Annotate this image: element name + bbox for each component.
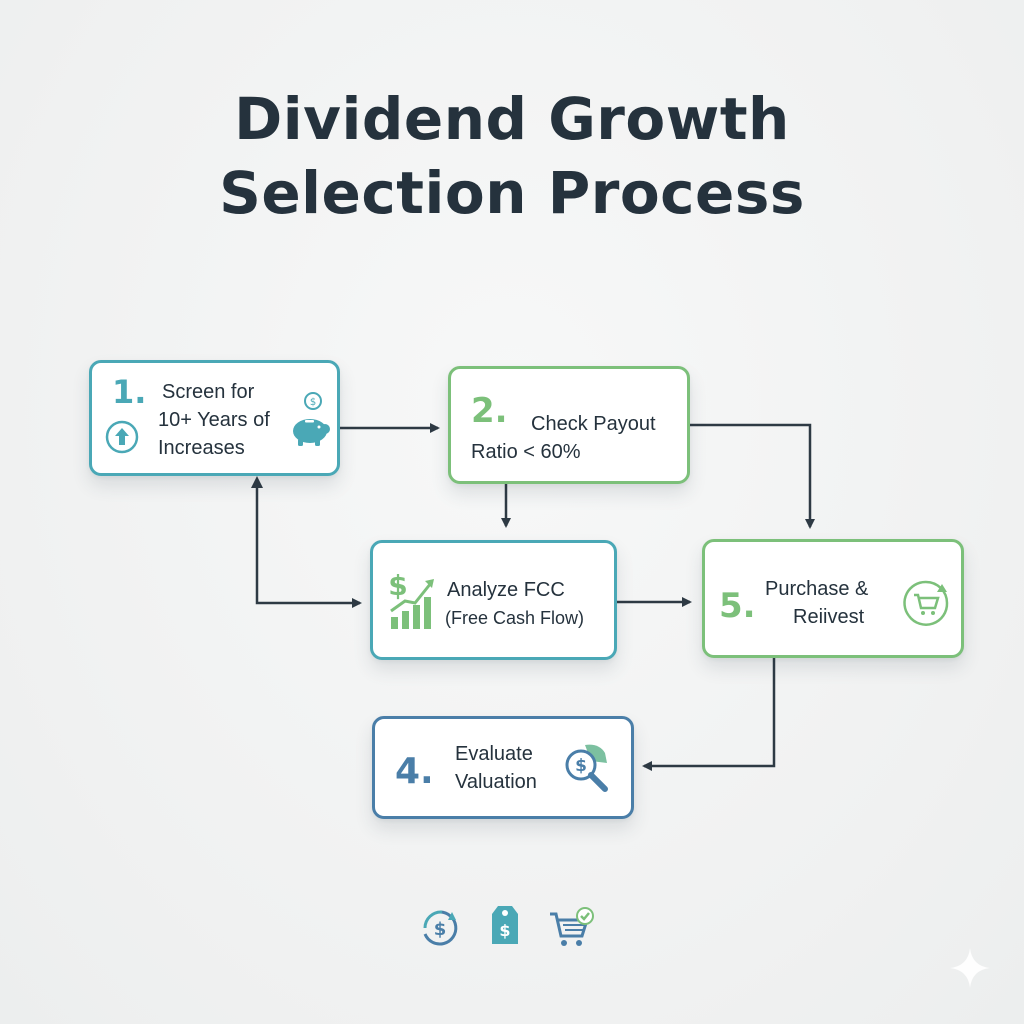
arrow-step2-to-step5 — [690, 423, 815, 529]
dollar-growth-bars-icon: $ — [388, 569, 434, 629]
step-2-line-2: Ratio < 60% — [471, 441, 581, 463]
step-2-number: 2. — [471, 391, 508, 431]
step-1-line-1: Screen for — [162, 381, 255, 403]
step-1-number: 1. — [112, 373, 147, 411]
arrow-step5-to-step4 — [642, 658, 776, 771]
step-1-box: 1. Screen for 10+ Years of Increases $ — [89, 360, 340, 476]
step-4-box: 4. Evaluate Valuation $ — [372, 716, 634, 819]
svg-text:$: $ — [310, 397, 316, 408]
analyze-line-1: Analyze FCC — [447, 579, 565, 601]
step-1-line-3: Increases — [158, 437, 245, 459]
piggy-bank-coin-icon: $ — [293, 392, 330, 446]
sparkle-icon — [950, 948, 990, 988]
step-2-box: 2. Check Payout Ratio < 60% — [448, 366, 690, 484]
up-arrow-circle-icon — [105, 420, 139, 454]
cart-cycle-icon — [903, 580, 949, 626]
step-5-number: 5. — [719, 586, 756, 626]
step-4-line-1: Evaluate — [455, 743, 533, 765]
step-5-line-1: Purchase & — [765, 578, 869, 600]
arrowhead-up-step1 — [251, 476, 263, 488]
svg-text:$: $ — [388, 569, 407, 602]
price-tag-icon: $ — [492, 906, 518, 944]
step-5-box: 5. Purchase & Reiivest — [702, 539, 964, 658]
svg-text:$: $ — [434, 919, 447, 940]
title-line-2: Selection Process — [219, 159, 805, 227]
svg-text:$: $ — [575, 756, 587, 776]
analyze-fcc-box: $ Analyze FCC (Free Cash Flow) — [370, 540, 617, 660]
step-4-number: 4. — [395, 751, 434, 792]
step-2-line-1: Check Payout — [531, 413, 656, 435]
step-4-line-2: Valuation — [455, 771, 537, 793]
cart-check-icon — [550, 907, 594, 946]
dollar-cycle-icon: $ — [423, 910, 458, 946]
arrow-step1-analyze-loop — [255, 486, 362, 608]
diagram-title: Dividend Growth Selection Process — [0, 82, 1024, 230]
dollar-magnifier-icon: $ — [565, 744, 608, 792]
step-5-line-2: Reiivest — [793, 606, 865, 628]
step-1-line-2: 10+ Years of — [158, 409, 270, 431]
svg-text:$: $ — [499, 921, 510, 940]
analyze-line-2: (Free Cash Flow) — [445, 608, 585, 628]
title-line-1: Dividend Growth — [234, 85, 790, 153]
